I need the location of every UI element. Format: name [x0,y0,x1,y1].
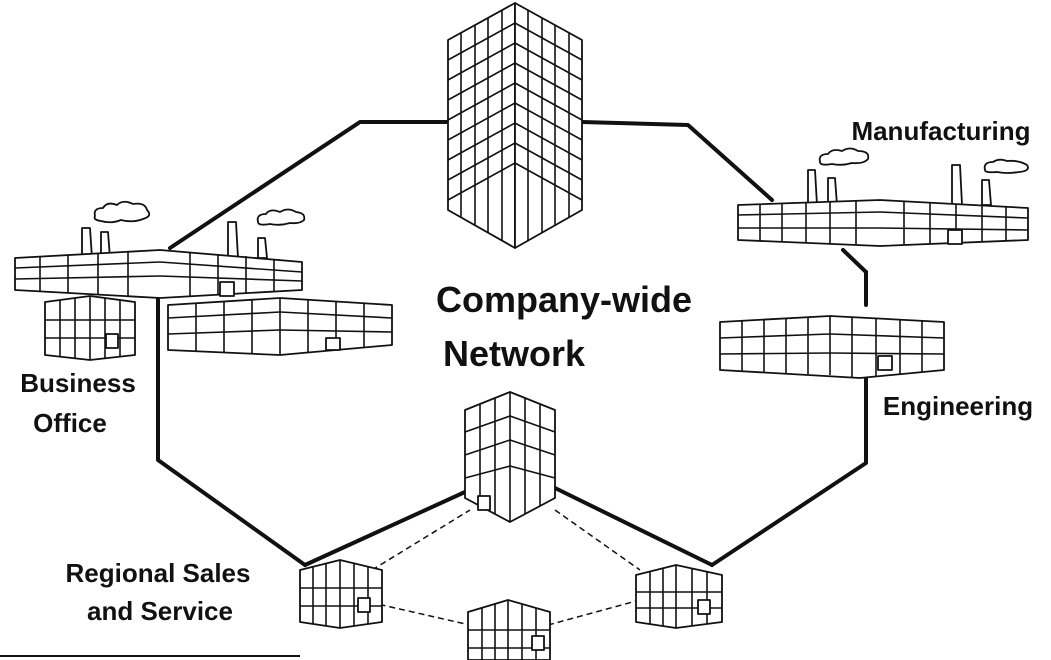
regional-branch-west-icon [299,559,383,629]
door-icon [357,597,371,613]
regional-branch-east-icon [635,564,723,629]
link-regional-east [553,486,714,567]
door-icon [105,333,119,349]
door-icon [219,281,235,297]
skyscraper-icon [447,2,583,249]
door-icon [477,495,491,511]
business-office-building-icon [44,295,136,361]
link-engineering-regional [710,368,868,567]
manufacturing-factory-icon [737,147,1029,247]
door-icon [325,337,341,351]
smokestack-icon [807,164,992,206]
door-icon [877,355,893,371]
network-links [156,120,868,567]
business-factory-icon [14,200,306,299]
link-business-regional [156,295,307,567]
link-hq-business [168,120,450,250]
business-annex-building-icon [167,297,393,356]
regional-label-line2: and Service [87,596,233,626]
door-icon [697,599,711,615]
door-icon [947,229,963,245]
center-label-line1: Company-wide [436,279,692,320]
cloud-icon [93,200,306,226]
door-icon [531,635,545,651]
regional-hub-building-icon [464,391,556,523]
regional-branch-south-icon [467,599,551,660]
engineering-label: Engineering [883,391,1033,421]
cloud-icon [818,147,1029,174]
business-office-label-line1: Business [20,368,136,398]
center-label-line2: Network [443,333,586,374]
link-manufacturing-engineering [841,248,868,274]
business-office-label-line2: Office [33,408,107,438]
engineering-office-building-icon [719,315,945,379]
link-hq-manufacturing [580,120,774,202]
regional-label-line1: Regional Sales [66,558,251,588]
smokestack-icon [81,221,268,259]
regional-ground-outline [359,509,641,626]
manufacturing-label: Manufacturing [851,116,1030,146]
link-regional-west [303,490,467,567]
